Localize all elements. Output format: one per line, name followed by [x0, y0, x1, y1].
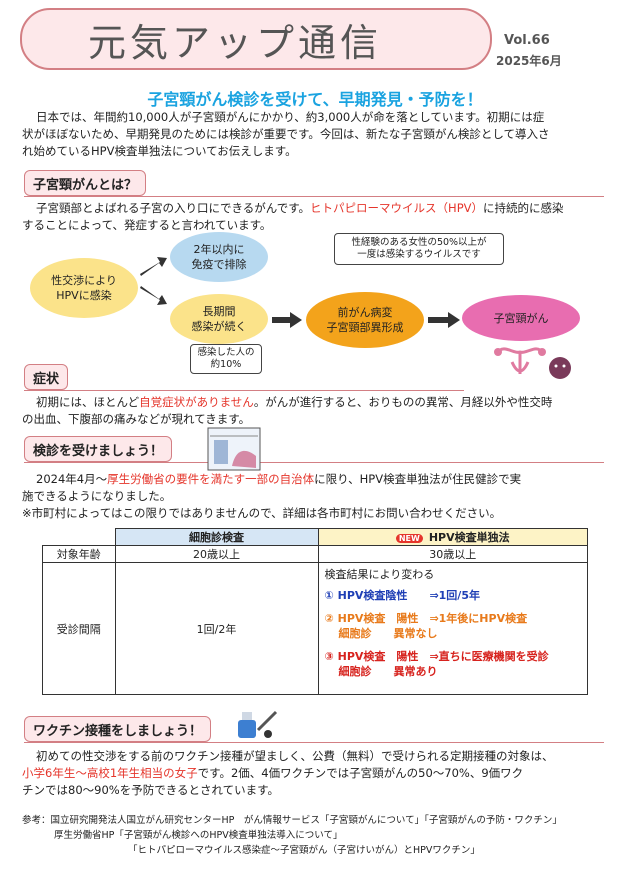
uterus-icon [494, 347, 571, 379]
divider [24, 196, 604, 197]
vaccine-icon [238, 710, 278, 738]
vaccine-line-2: 小学6年生～高校1年生相当の女子です。2価、4価ワクチンでは子宮頸がんの50～7… [22, 766, 524, 780]
section-tab-vaccine: ワクチン接種をしましょう！ [24, 716, 212, 742]
screening-note: ※市町村によってはこの限りではありませんので、詳細は各市町村にお問い合わせくださ… [22, 506, 502, 520]
precancer-node: 前がん病変 子宮頸部異形成 [306, 292, 424, 348]
persistent-rate-note: 感染した人の 約10% [190, 344, 262, 374]
section-title-screening: 検診を受けましょう！ [33, 443, 164, 459]
title-banner [20, 8, 492, 70]
intro-line-3: れ始めているHPV検査単独法についてお伝えします。 [22, 144, 297, 158]
table-cell-age-hpv: 30歳以上 [317, 545, 588, 563]
section-title-vaccine: ワクチン接種をしましょう！ [33, 723, 203, 739]
symptoms-line-2: の出血、下腹部の痛みなどが現れてきます。 [22, 412, 251, 426]
result-positive-normal: ② HPV検査 陽性 ⇒1年後にHPV検査 [324, 612, 528, 625]
table-cell-interval-hpv: 検査結果により変わる ① HPV検査陰性 ⇒1回/5年 ② HPV検査 陽性 ⇒… [317, 562, 588, 695]
arrow-to-persist [140, 286, 167, 305]
about-line-1: 子宮頸部とよばれる子宮の入り口にできるがんです。ヒトパピローマウイルス（HPV）… [36, 201, 564, 215]
section-tab-screening: 検診を受けましょう！ [24, 436, 173, 462]
about-line-2: することによって、発症すると言われています。 [22, 218, 272, 232]
screening-line-1: 2024年4月～厚生労働省の要件を満たす一部の自治体に限り、HPV検査単独法が住… [36, 472, 522, 486]
persistent-infection-node: 長期間 感染が続く [170, 294, 268, 344]
table-cell-interval-cytology: 1回/2年 [114, 562, 319, 695]
newsletter-title: 元気アップ通信 [88, 21, 383, 65]
section-title-about: 子宮頸がんとは？ [33, 177, 138, 193]
vaccine-line-3: チンでは80～90%を予防できるとされています。 [22, 783, 279, 797]
screening-line-2: 施できるようになりました。 [22, 489, 172, 503]
section-title-symptoms: 症状 [33, 371, 60, 387]
table-header-cytology: 細胞診検査 [114, 528, 319, 546]
divider [24, 462, 604, 463]
table-cell-age-cytology: 20歳以上 [114, 545, 319, 563]
divider [24, 742, 604, 743]
symptoms-line-1: 初期には、ほとんど自覚症状がありません。がんが進行すると、おりものの異常、月経以… [36, 395, 553, 409]
arrow-to-lesion [272, 312, 302, 328]
intro-line-2: 状がほぼないため、早期発見のためには検診が重要です。今回は、新たな子宮頸がん検診… [22, 127, 550, 141]
reference-line-2: 厚生労働省HP「子宮頸がん検診へのHPV検査単独法導入について」 [54, 830, 343, 841]
diagram-arrows [140, 257, 460, 328]
infection-node: 性交渉により HPVに感染 [30, 258, 138, 318]
table-corner [42, 528, 116, 546]
clinic-icon [207, 427, 261, 471]
section-tab-symptoms: 症状 [24, 364, 69, 390]
reference-line-3: 「ヒトパピローマウイルス感染症～子宮頸がん（子宮けいがん）とHPVワクチン」 [128, 845, 480, 856]
result-positive-normal-detail: 細胞診 異常なし [338, 627, 438, 640]
volume-number: Vol.66 [504, 33, 550, 48]
immune-clear-node: 2年以内に 免疫で排除 [170, 232, 268, 282]
section-tab-about: 子宮頸がんとは？ [24, 170, 147, 196]
result-positive-abnormal-detail: 細胞診 異常あり [338, 665, 438, 678]
headline: 子宮頸がん検診を受けて、早期発見・予防を！ [147, 90, 483, 109]
result-negative: ① HPV検査陰性 ⇒1回/5年 [324, 589, 480, 602]
divider [24, 390, 464, 391]
result-intro: 検査結果により変わる [324, 568, 435, 581]
cancer-node: 子宮頸がん [462, 295, 580, 341]
virus-icon [549, 357, 571, 379]
table-row-label-age: 対象年齢 [42, 545, 116, 563]
reference-line-1: 参考：国立研究開発法人国立がん研究センターHP がん情報サービス「子宮頸がんにつ… [22, 815, 562, 826]
new-badge: NEW [395, 534, 423, 543]
hpv-prevalence-note: 性経験のある女性の50%以上が 一度は感染するウイルスです [334, 233, 504, 265]
arrow-to-clear [140, 257, 167, 276]
vaccine-line-1: 初めての性交渉をする前のワクチン接種が望ましく、公費（無料）で受けられる定期接種… [36, 749, 554, 763]
intro-line-1: 日本では、年間約10,000人が子宮頸がんにかかり、約3,000人が命を落として… [36, 110, 545, 124]
issue-date: 2025年6月 [496, 54, 562, 68]
table-row-label-interval: 受診間隔 [42, 562, 116, 695]
arrow-to-cancer [428, 312, 460, 328]
result-positive-abnormal: ③ HPV検査 陽性 ⇒直ちに医療機関を受診 [324, 650, 549, 663]
